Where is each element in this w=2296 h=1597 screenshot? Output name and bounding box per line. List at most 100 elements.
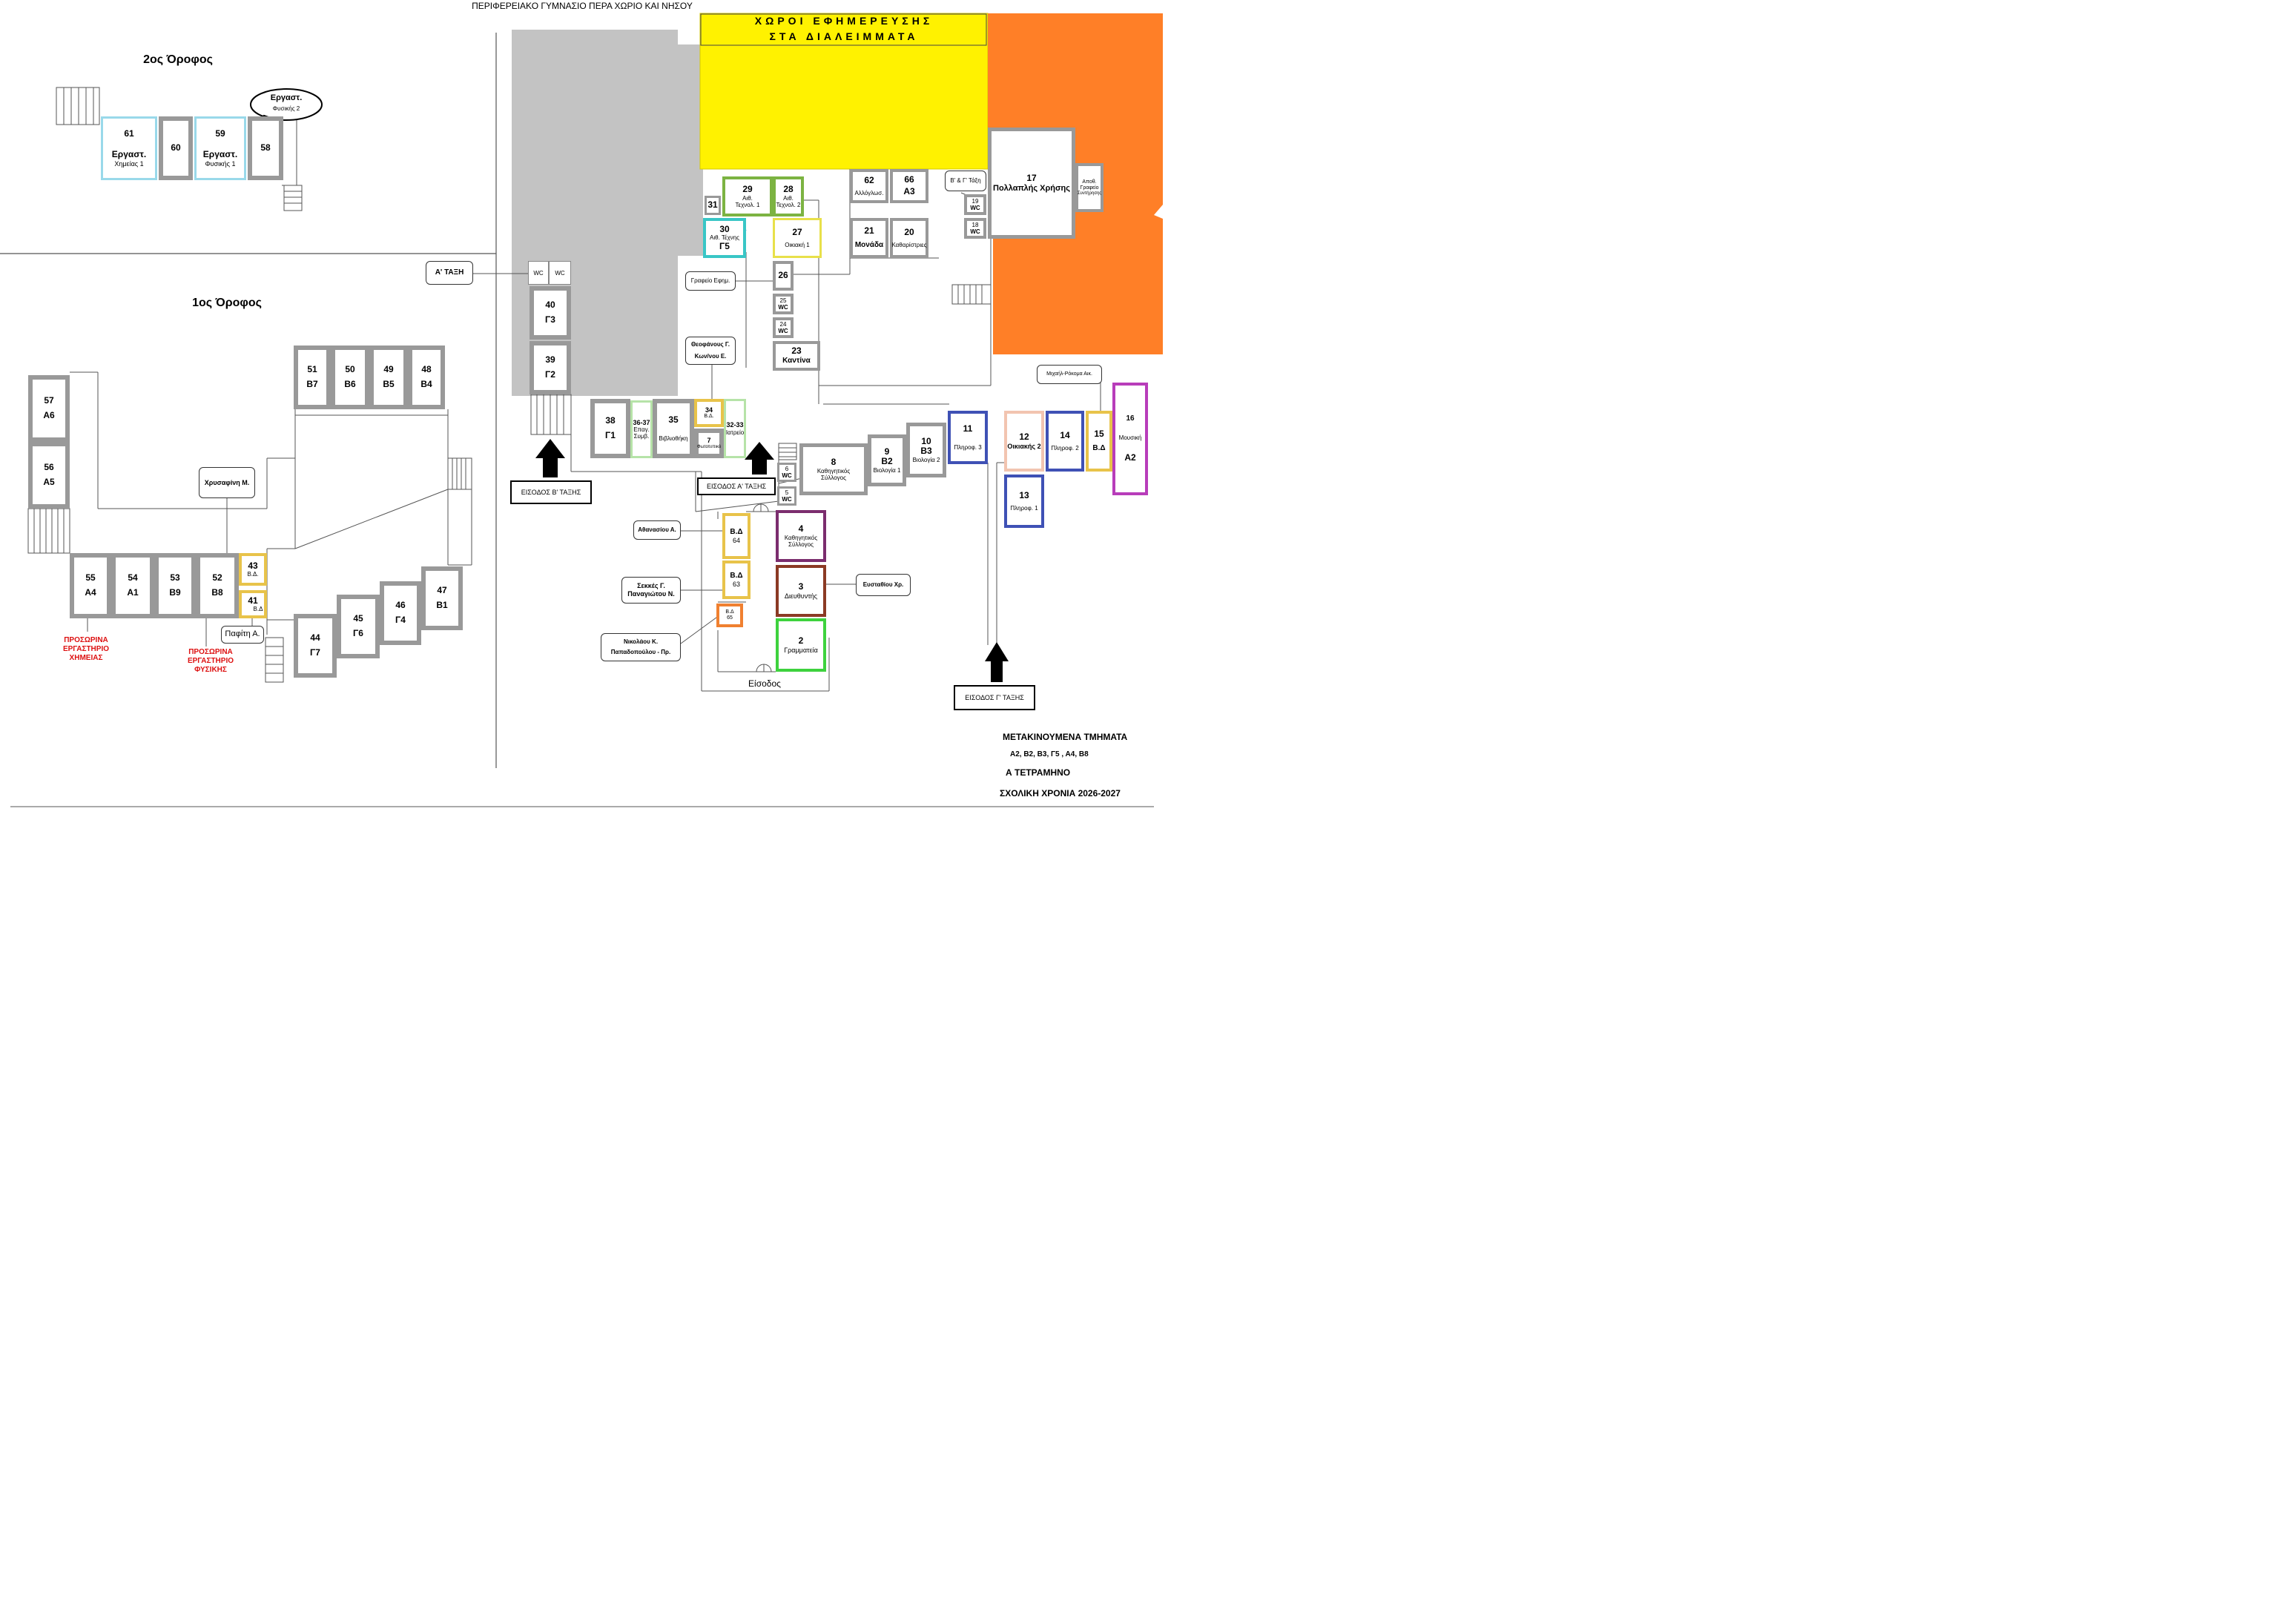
entrance-g-taxi[interactable]: ΕΙΣΟΔΟΣ Γ' ΤΑΞΗΣ bbox=[954, 685, 1035, 710]
room-30[interactable]: 30 Αιθ. Τέχνης Γ5 bbox=[703, 218, 746, 258]
room-39[interactable]: 39 Γ2 bbox=[530, 341, 571, 394]
room-class: Β2 bbox=[881, 456, 893, 467]
room-36-37[interactable]: 36-37 Επαγ. Συμβ. bbox=[630, 400, 653, 458]
room-59[interactable]: 59 Εργαστ. Φυσικής 1 bbox=[194, 116, 246, 180]
room-23[interactable]: 23 Καντίνα bbox=[773, 341, 820, 371]
room-label: Καθαρίστριες bbox=[891, 242, 927, 249]
room-class: Γ3 bbox=[545, 314, 555, 325]
room-48[interactable]: 48 Β4 bbox=[408, 345, 445, 409]
main-entrance-label: Είσοδος bbox=[748, 678, 781, 689]
room-17[interactable]: 17 Πολλαπλής Χρήσης bbox=[988, 128, 1075, 239]
room-43[interactable]: 43 Β.Δ. bbox=[239, 553, 267, 586]
room-8[interactable]: 8 Καθηγητικός Σύλλογος bbox=[799, 443, 868, 495]
room-3[interactable]: 3 Διευθυντής bbox=[776, 565, 826, 617]
room-19[interactable]: 19 WC bbox=[964, 194, 986, 215]
room-apoth[interactable]: Αποθ. Γραφείο Συντήρησης bbox=[1075, 163, 1104, 212]
room-6[interactable]: 6 WC bbox=[777, 463, 796, 482]
room-29[interactable]: 29 Αιθ. Τεχνολ. 1 bbox=[722, 176, 773, 216]
room-44[interactable]: 44 Γ7 bbox=[294, 614, 337, 678]
room-sublabel: WC bbox=[782, 496, 792, 503]
room-28[interactable]: 28 Αιθ. Τεχνολ. 2 bbox=[773, 176, 804, 216]
room-57[interactable]: 57 Α6 bbox=[28, 375, 70, 442]
room-number: 60 bbox=[171, 142, 181, 153]
room-41[interactable]: 41 Β.Δ bbox=[239, 590, 267, 618]
room-2[interactable]: 2 Γραμματεία bbox=[776, 618, 826, 672]
room-21[interactable]: 21 Μονάδα bbox=[850, 218, 888, 258]
room-35[interactable]: 35 Βιβλιοθήκη bbox=[653, 399, 694, 458]
room-55[interactable]: 55 Α4 bbox=[70, 553, 111, 618]
room-63[interactable]: Β.Δ 63 bbox=[722, 561, 751, 599]
room-class: Α4 bbox=[85, 587, 96, 598]
room-25[interactable]: 25 WC bbox=[773, 294, 794, 314]
room-38[interactable]: 38 Γ1 bbox=[590, 399, 630, 458]
room-class: Β1 bbox=[436, 600, 448, 610]
room-16[interactable]: 16 Μουσική Α2 bbox=[1112, 383, 1148, 495]
wc-top-2[interactable]: WC bbox=[549, 261, 571, 285]
room-number: 63 bbox=[732, 580, 740, 588]
room-number: 5 bbox=[785, 489, 789, 496]
room-31[interactable]: 31 bbox=[705, 196, 721, 215]
room-60[interactable]: 60 bbox=[159, 116, 193, 180]
room-47[interactable]: 47 Β1 bbox=[421, 566, 463, 630]
room-number: 43 bbox=[248, 560, 258, 571]
room-18[interactable]: 18 WC bbox=[964, 218, 986, 239]
room-number: 57 bbox=[44, 395, 54, 406]
room-26[interactable]: 26 bbox=[773, 261, 794, 291]
room-52[interactable]: 52 Β8 bbox=[196, 553, 239, 618]
room-class: Β5 bbox=[383, 379, 395, 389]
label-efstathiou: Ευσταθίου Χρ. bbox=[856, 574, 911, 596]
room-62[interactable]: 62 Αλλόγλωσ. bbox=[850, 169, 888, 203]
room-56[interactable]: 56 Α5 bbox=[28, 442, 70, 509]
room-7[interactable]: 7 Φωτοτυπικό bbox=[694, 429, 724, 458]
room-class: Γ5 bbox=[719, 240, 730, 251]
room-number: 30 bbox=[719, 223, 730, 234]
room-58[interactable]: 58 bbox=[248, 116, 283, 180]
room-32-33[interactable]: 32-33 Ιατρείο bbox=[724, 399, 746, 458]
room-sublabel: Σύλλογος bbox=[788, 540, 814, 548]
room-40[interactable]: 40 Γ3 bbox=[530, 286, 571, 340]
room-label: Εργαστ. bbox=[111, 148, 147, 159]
room-50[interactable]: 50 Β6 bbox=[331, 345, 369, 409]
room-12[interactable]: 12 Οικιακής 2 bbox=[1004, 411, 1044, 472]
room-49[interactable]: 49 Β5 bbox=[369, 345, 408, 409]
page-title: ΠΕΡΙΦΕΡΕΙΑΚΟ ΓΥΜΝΑΣΙΟ ΠΕΡΑ ΧΩΡΙΟ ΚΑΙ ΝΗΣ… bbox=[472, 1, 693, 11]
label-text: Νικολάου Κ. bbox=[623, 638, 659, 646]
room-15[interactable]: 15 Β.Δ bbox=[1086, 411, 1112, 472]
room-53[interactable]: 53 Β9 bbox=[154, 553, 196, 618]
label-athanasiou: Αθανασίου Α. bbox=[633, 520, 681, 540]
room-label: Οικιακή 1 bbox=[785, 242, 810, 249]
wc-label: WC bbox=[555, 269, 565, 277]
room-sublabel: Τεχνολ. 1 bbox=[735, 201, 760, 208]
entrance-b-taxi[interactable]: ΕΙΣΟΔΟΣ Β' ΤΑΞΗΣ bbox=[510, 480, 592, 504]
room-5[interactable]: 5 WC bbox=[777, 486, 796, 506]
floor-plan-stage: ΠΕΡΙΦΕΡΕΙΑΚΟ ΓΥΜΝΑΣΙΟ ΠΕΡΑ ΧΩΡΙΟ ΚΑΙ ΝΗΣ… bbox=[0, 0, 1163, 810]
note-line: ΠΡΟΣΩΡΙΝΑ bbox=[188, 648, 233, 656]
room-61[interactable]: 61 Εργαστ. Χημείας 1 bbox=[101, 116, 157, 180]
room-51[interactable]: 51 Β7 bbox=[294, 345, 331, 409]
room-24[interactable]: 24 WC bbox=[773, 317, 794, 338]
wc-top-1[interactable]: WC bbox=[528, 261, 549, 285]
room-label: Β.Δ bbox=[725, 609, 734, 615]
room-11[interactable]: 11 Πληροφ. 3 bbox=[948, 411, 988, 464]
entrance-a-taxi[interactable]: ΕΙΣΟΔΟΣ Α' ΤΑΞΗΣ bbox=[697, 477, 776, 495]
room-54[interactable]: 54 Α1 bbox=[111, 553, 154, 618]
room-9[interactable]: 9 Β2 Βιολογία 1 bbox=[868, 434, 906, 486]
room-10[interactable]: 10 Β3 Βιολογία 2 bbox=[906, 423, 946, 477]
room-65[interactable]: Β.Δ 65 bbox=[716, 604, 743, 627]
room-45[interactable]: 45 Γ6 bbox=[337, 595, 380, 658]
room-number: 2 bbox=[798, 635, 804, 646]
room-sublabel: Γραφείο bbox=[1080, 185, 1099, 191]
room-20[interactable]: 20 Καθαρίστριες bbox=[890, 218, 928, 258]
room-4[interactable]: 4 Καθηγητικός Σύλλογος bbox=[776, 510, 826, 562]
room-66[interactable]: 66 Α3 bbox=[890, 169, 928, 203]
room-34[interactable]: 34 Β.Δ. bbox=[694, 399, 724, 427]
room-14[interactable]: 14 Πληροφ. 2 bbox=[1046, 411, 1084, 472]
room-13[interactable]: 13 Πληροφ. 1 bbox=[1004, 475, 1044, 528]
room-label: Πληροφ. 3 bbox=[954, 444, 982, 452]
room-64[interactable]: Β.Δ 64 bbox=[722, 513, 751, 559]
room-46[interactable]: 46 Γ4 bbox=[380, 581, 421, 645]
room-number: 16 bbox=[1126, 414, 1135, 423]
room-number: 49 bbox=[383, 364, 394, 375]
room-27[interactable]: 27 Οικιακή 1 bbox=[773, 218, 822, 258]
room-label: Καθηγητικός bbox=[784, 534, 818, 541]
